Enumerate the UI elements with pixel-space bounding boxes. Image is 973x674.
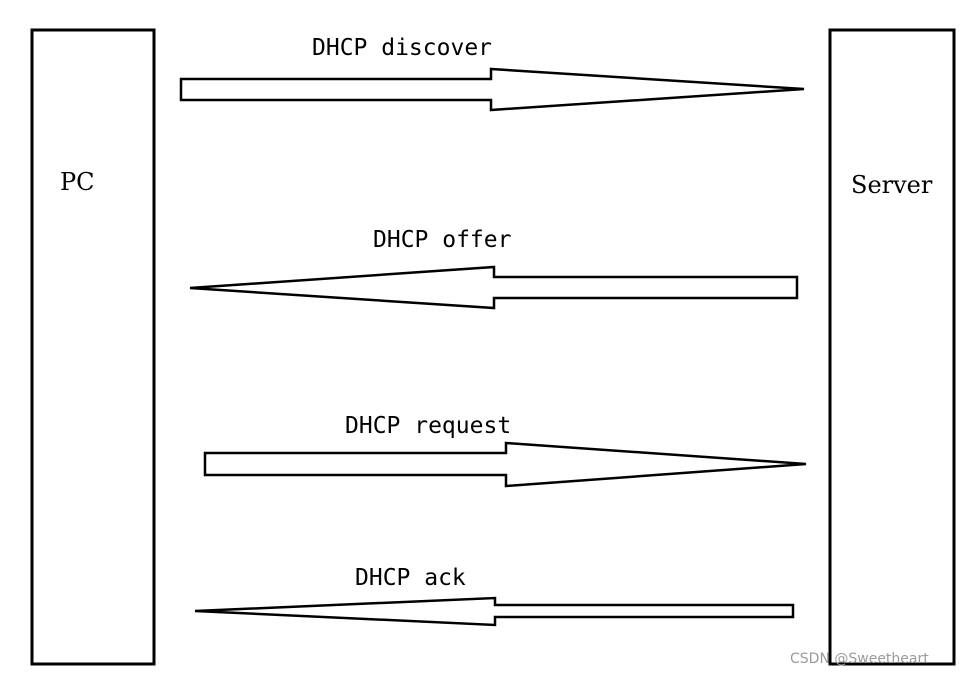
message-arrow-discover [179,67,805,112]
message-arrow-request [203,441,807,488]
server-node-box [828,28,956,666]
message-label-offer: DHCP offer [373,227,511,253]
watermark-text: CSDN @Sweetheart [790,651,929,667]
pc-node-label: PC [60,168,95,196]
pc-node-box [30,28,156,666]
server-node-label: Server [851,171,933,199]
message-arrow-ack [194,596,795,627]
message-label-request: DHCP request [345,413,511,439]
message-arrow-offer [189,265,799,310]
message-label-discover: DHCP discover [312,35,492,61]
message-label-ack: DHCP ack [355,565,466,591]
